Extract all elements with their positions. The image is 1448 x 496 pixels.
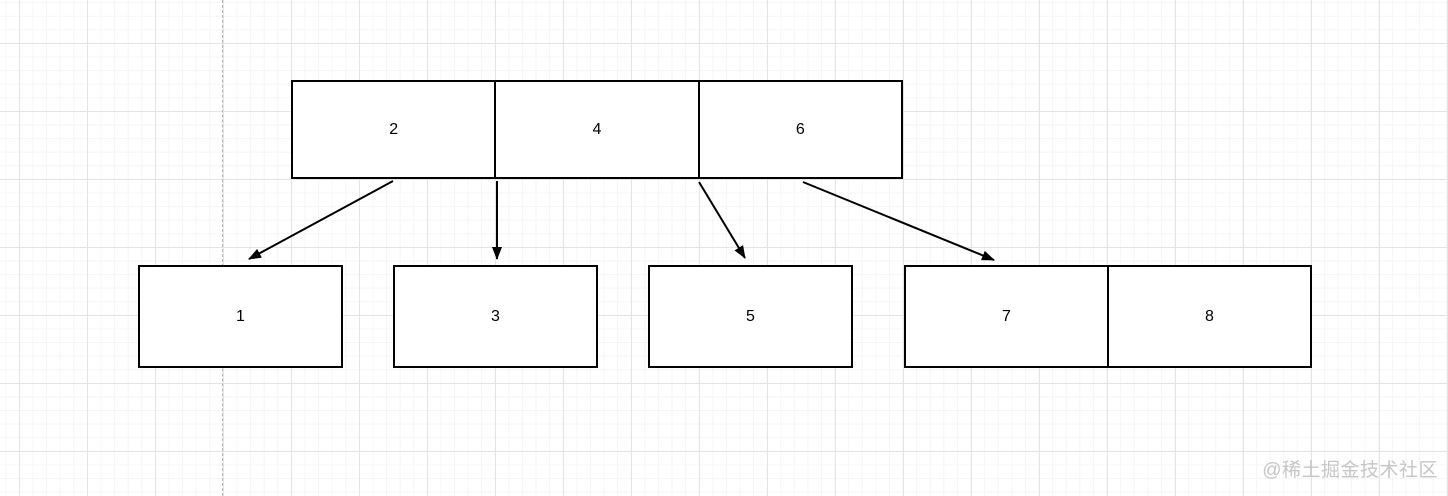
btree-node-3[interactable]: 3 — [393, 265, 598, 368]
btree-node-7-8[interactable]: 7 8 — [904, 265, 1312, 368]
arrow-root-to-node-7-8[interactable] — [802, 181, 995, 261]
node-key-label: 2 — [389, 120, 399, 138]
node-cell-7[interactable]: 7 — [906, 267, 1109, 366]
node-key-label: 6 — [795, 120, 805, 138]
node-key-label: 7 — [1002, 307, 1011, 325]
watermark-text: @稀土掘金技术社区 — [1262, 460, 1438, 481]
node-cell-8[interactable]: 8 — [1109, 267, 1310, 366]
btree-node-5[interactable]: 5 — [648, 265, 853, 368]
node-key-label: 1 — [236, 307, 245, 325]
node-cell-3[interactable]: 3 — [395, 267, 596, 366]
node-key-label: 3 — [491, 307, 500, 325]
arrow-root-to-node-5[interactable] — [698, 181, 746, 259]
arrow-root-to-node-1[interactable] — [248, 180, 394, 260]
node-key-label: 8 — [1205, 307, 1214, 325]
node-cell-1[interactable]: 1 — [140, 267, 341, 366]
node-cell-6[interactable]: 6 — [700, 82, 901, 177]
node-key-label: 4 — [592, 120, 602, 138]
node-cell-2[interactable]: 2 — [293, 82, 497, 177]
btree-node-1[interactable]: 1 — [138, 265, 343, 368]
node-cell-4[interactable]: 4 — [496, 82, 700, 177]
node-cell-5[interactable]: 5 — [650, 267, 851, 366]
btree-node-root[interactable]: 2 4 6 — [291, 80, 903, 179]
page-boundary-dashed-line — [222, 0, 223, 496]
node-key-label: 5 — [746, 307, 755, 325]
